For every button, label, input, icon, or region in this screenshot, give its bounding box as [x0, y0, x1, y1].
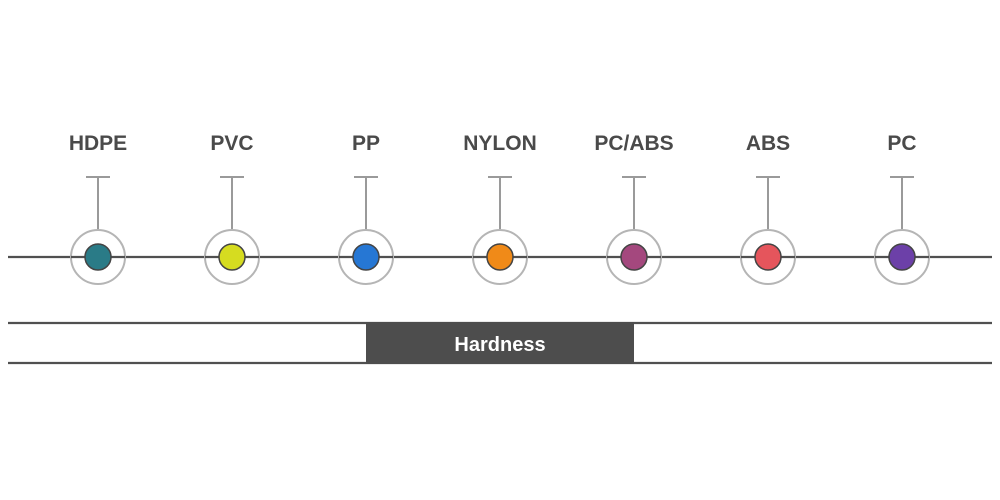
marker-dot-pc-abs	[620, 243, 648, 271]
material-label: PVC	[210, 132, 253, 155]
material-marker-pc: PC	[874, 132, 930, 285]
marker-dot-nylon	[486, 243, 514, 271]
hardness-scale: Hardness	[8, 321, 992, 365]
material-marker-hdpe: HDPE	[69, 132, 127, 285]
marker-dot-hdpe	[84, 243, 112, 271]
material-marker-pvc: PVC	[204, 132, 260, 285]
marker-dot-pp	[352, 243, 380, 271]
material-marker-nylon: NYLON	[463, 132, 537, 285]
marker-dot-pc	[888, 243, 916, 271]
material-marker-abs: ABS	[740, 132, 796, 285]
material-label: ABS	[746, 132, 790, 155]
material-label: PP	[352, 132, 380, 155]
material-marker-pc-abs: PC/ABS	[594, 132, 674, 285]
material-markers: HDPE PVC PP NYLON PC/ABS ABS PC	[69, 132, 930, 285]
marker-dot-abs	[754, 243, 782, 271]
material-label: NYLON	[463, 132, 537, 155]
material-label: PC/ABS	[594, 132, 673, 155]
hardness-label: Hardness	[454, 334, 545, 356]
marker-dot-pvc	[218, 243, 246, 271]
material-label: PC	[887, 132, 916, 155]
material-marker-pp: PP	[338, 132, 394, 285]
hardness-band	[366, 322, 634, 364]
material-label: HDPE	[69, 132, 127, 155]
